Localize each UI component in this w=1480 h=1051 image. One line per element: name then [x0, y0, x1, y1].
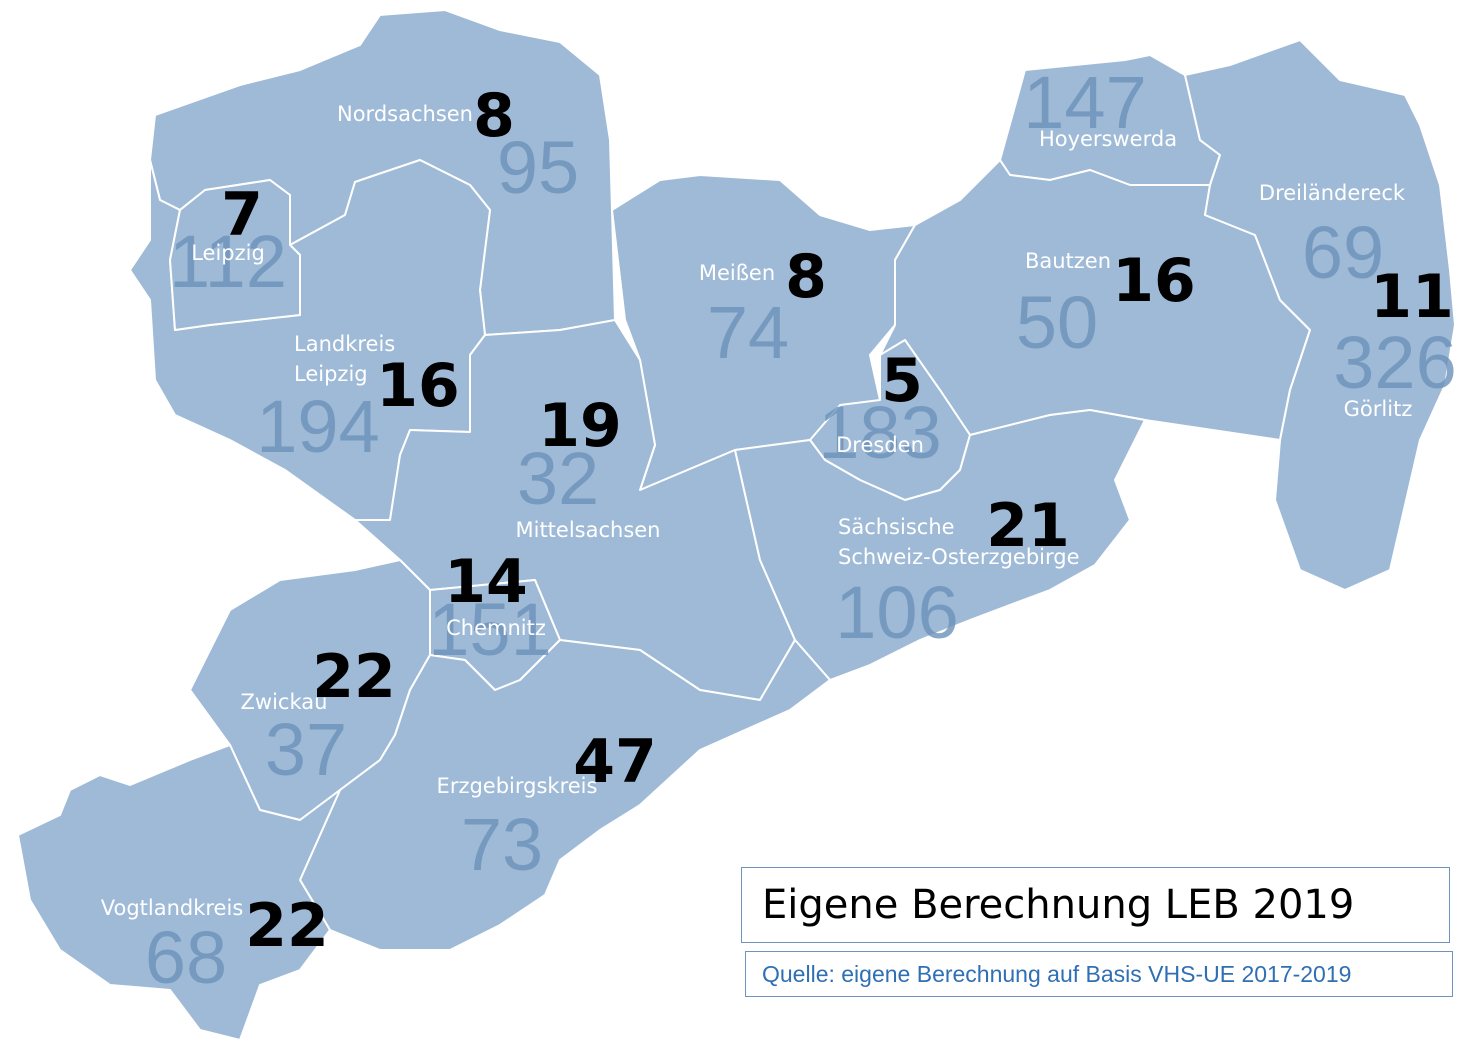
label-nordsachsen: Nordsachsen: [337, 102, 473, 126]
calculation-title: Eigene Berechnung LEB 2019: [762, 882, 1355, 928]
label-chemnitz: Chemnitz: [446, 616, 546, 640]
overlay-goerlitz: 11: [1370, 262, 1454, 332]
value-dresden: 183: [818, 391, 941, 474]
overlay-bautzen: 16: [1112, 246, 1196, 316]
label-goerlitz: Görlitz: [1344, 397, 1413, 421]
overlay-nordsachsen: 8: [473, 81, 515, 151]
label-zwickau: Zwickau: [241, 690, 328, 714]
value-vogtlandkreis: 68: [145, 916, 227, 999]
label-vogtlandkreis: Vogtlandkreis: [101, 896, 244, 920]
value-dreilaendereck: 69: [1302, 211, 1384, 294]
source-text: Quelle: eigene Berechnung auf Basis VHS-…: [762, 960, 1352, 987]
label-leipzig: Leipzig: [191, 241, 265, 265]
label-dreilaendereck: Dreiländereck: [1259, 181, 1406, 205]
label-hoyerswerda: Hoyerswerda: [1039, 127, 1177, 151]
label-mittelsachsen: Mittelsachsen: [515, 518, 660, 542]
overlay-landkreis-leipzig: 16: [376, 351, 460, 421]
region-leipzig-city[interactable]: [169, 179, 301, 331]
label-saechsische-schweiz-line1: Sächsische: [838, 515, 955, 539]
label-erzgebirgskreis: Erzgebirgskreis: [437, 774, 598, 798]
value-chemnitz: 151: [428, 588, 551, 671]
value-erzgebirgskreis: 73: [461, 803, 543, 886]
label-bautzen: Bautzen: [1025, 249, 1111, 273]
value-goerlitz: 326: [1333, 321, 1456, 404]
overlay-zwickau: 22: [312, 642, 396, 712]
label-saechsische-schweiz-line2: Schweiz-Osterzgebirge: [838, 545, 1080, 569]
value-bautzen: 50: [1016, 281, 1098, 364]
overlay-leipzig: 7: [221, 180, 263, 250]
label-landkreis-leipzig-line1: Landkreis: [294, 332, 395, 356]
value-hoyerswerda: 147: [1023, 61, 1146, 144]
label-dresden: Dresden: [836, 433, 924, 457]
overlay-saechsische-schweiz: 21: [986, 491, 1070, 561]
label-meissen: Meißen: [699, 261, 775, 285]
region-saechsische-schweiz[interactable]: [734, 409, 1146, 681]
calculation-title-box: Eigene Berechnung LEB 2019: [741, 867, 1450, 943]
value-landkreis-leipzig: 194: [256, 385, 379, 468]
overlay-erzgebirgskreis: 47: [573, 727, 657, 797]
value-nordsachsen: 95: [497, 126, 579, 209]
region-vogtlandkreis[interactable]: [17, 744, 341, 1041]
region-goerlitz[interactable]: [1184, 39, 1456, 591]
source-box: Quelle: eigene Berechnung auf Basis VHS-…: [745, 951, 1453, 997]
value-zwickau: 37: [265, 708, 347, 791]
overlay-dresden: 5: [881, 346, 923, 416]
overlay-meissen: 8: [785, 242, 827, 312]
value-saechsische-schweiz: 106: [835, 571, 958, 654]
overlay-chemnitz: 14: [444, 547, 528, 617]
value-meissen: 74: [707, 291, 789, 374]
value-mittelsachsen: 32: [517, 437, 599, 520]
overlay-vogtlandkreis: 22: [245, 891, 329, 961]
value-leipzig: 112: [169, 220, 287, 303]
overlay-mittelsachsen: 19: [538, 391, 622, 461]
label-landkreis-leipzig-line2: Leipzig: [294, 362, 368, 386]
